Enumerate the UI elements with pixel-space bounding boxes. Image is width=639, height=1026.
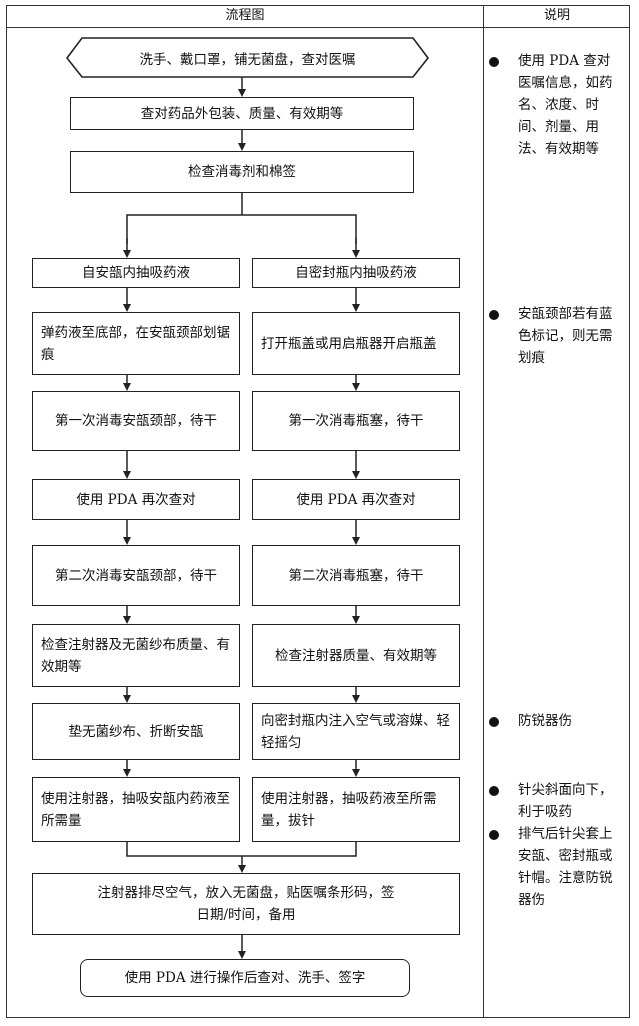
right-step-2: 打开瓶盖或用启瓶器开启瓶盖 <box>252 312 460 375</box>
end-step: 使用 PDA 进行操作后查对、洗手、签字 <box>80 959 410 997</box>
left-step-7: 垫无菌纱布、折断安瓿 <box>32 703 240 760</box>
left-step-6: 检查注射器及无菌纱布质量、有效期等 <box>32 624 240 687</box>
left-step-8: 使用注射器，抽吸安瓿内药液至所需量 <box>32 777 240 842</box>
connector-merge-bar <box>126 842 357 857</box>
note-bullet-icon <box>489 310 499 320</box>
note-bullet-icon <box>489 717 499 727</box>
column-divider <box>483 5 485 1018</box>
left-step-2: 弹药液至底部，在安瓿颈部划锯痕 <box>32 312 240 375</box>
note-2: 安瓿颈部若有蓝色标记，则无需划痕 <box>518 306 613 366</box>
note-1: 使用 PDA 查对医嘱信息，如药名、浓度、时间、剂量、用法、有效期等 <box>518 53 613 157</box>
left-step-3: 第一次消毒安瓿颈部，待干 <box>32 391 240 451</box>
right-step-7: 向密封瓶内注入空气或溶媒、轻轻摇匀 <box>252 703 460 760</box>
right-step-8: 使用注射器，抽吸药液至所需量，拔针 <box>252 777 460 842</box>
step-check-disinfectant: 检查消毒剂和棉签 <box>70 151 414 193</box>
merge-step: 注射器排尽空气，放入无菌盘，贴医嘱条形码，签日期/时间，备用 <box>32 873 460 935</box>
right-step-3: 第一次消毒瓶塞，待干 <box>252 391 460 451</box>
left-step-4: 使用 PDA 再次查对 <box>32 479 240 520</box>
right-step-4: 使用 PDA 再次查对 <box>252 479 460 520</box>
left-step-5: 第二次消毒安瓿颈部，待干 <box>32 545 240 606</box>
start-step-shape <box>65 37 430 78</box>
right-step-5: 第二次消毒瓶塞，待干 <box>252 545 460 606</box>
note-bullet-icon <box>489 786 499 796</box>
start-step: 洗手、戴口罩，铺无菌盘，查对医嘱 <box>139 51 356 68</box>
notes-column-header: 说明 <box>484 5 630 28</box>
note-3: 防锐器伤 <box>518 713 572 729</box>
flow-column-header: 流程图 <box>6 5 484 28</box>
left-step-1: 自安瓿内抽吸药液 <box>32 258 240 288</box>
step-check-package: 查对药品外包装、质量、有效期等 <box>70 97 414 130</box>
right-step-1: 自密封瓶内抽吸药液 <box>252 258 460 288</box>
note-bullet-icon <box>489 57 499 67</box>
note-bullet-icon <box>489 830 499 840</box>
note-4: 针尖斜面向下，利于吸药 <box>518 782 613 820</box>
table-frame <box>6 5 630 1018</box>
right-step-6: 检查注射器质量、有效期等 <box>252 624 460 687</box>
note-5: 排气后针尖套上安瓿、密封瓶或针帽。注意防锐器伤 <box>518 826 613 908</box>
connector-split-bar <box>126 214 357 244</box>
